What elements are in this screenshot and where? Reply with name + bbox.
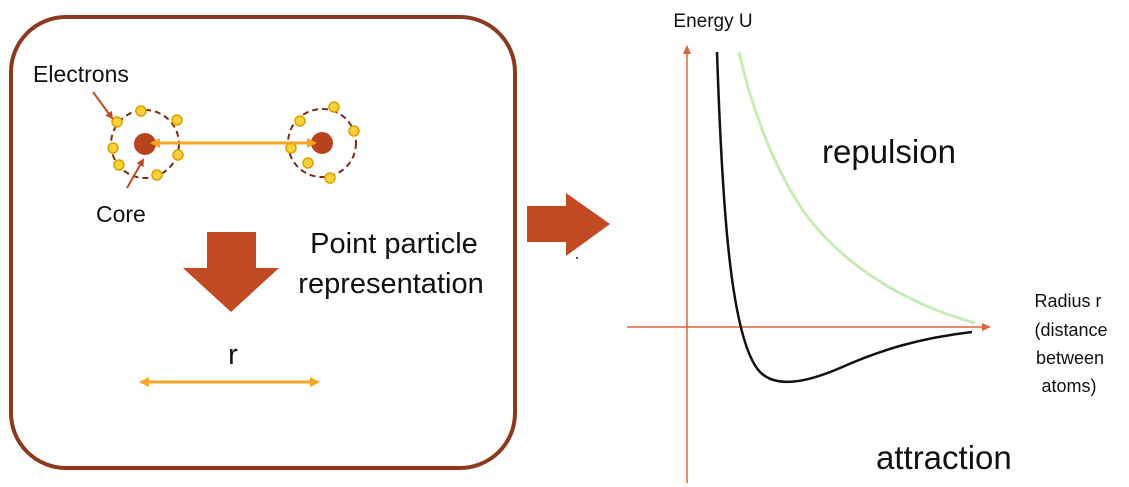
electrons-pointer bbox=[92, 91, 114, 120]
x-axis-label: Radius r (distance between atoms) bbox=[1034, 291, 1107, 396]
electron bbox=[324, 172, 336, 184]
atom-panel bbox=[9, 15, 517, 470]
electron bbox=[111, 116, 123, 128]
core-pointer bbox=[126, 158, 144, 189]
y-axis-label: Energy U bbox=[673, 11, 752, 32]
electron bbox=[151, 169, 163, 181]
down-arrow bbox=[183, 232, 279, 312]
x-axis-label-line: between bbox=[1036, 348, 1104, 368]
atom-right bbox=[285, 101, 360, 184]
representation-label: representation bbox=[298, 268, 483, 300]
electron bbox=[348, 125, 360, 137]
electrons-label: Electrons bbox=[33, 61, 129, 87]
x-axis-label-line: (distance bbox=[1034, 320, 1107, 340]
r-label: r bbox=[228, 339, 238, 371]
x-axis-label-line: Radius r bbox=[1034, 291, 1101, 311]
electron bbox=[302, 157, 314, 169]
repulsion-label: repulsion bbox=[822, 133, 956, 170]
electron bbox=[328, 101, 340, 113]
electron bbox=[113, 159, 125, 171]
transition-arrow bbox=[527, 193, 610, 256]
electron bbox=[294, 115, 306, 127]
repulsion-curve bbox=[737, 51, 976, 325]
electron bbox=[172, 149, 184, 161]
electron bbox=[135, 105, 147, 117]
electron bbox=[171, 114, 183, 126]
atom-core bbox=[311, 132, 333, 154]
point-particle-label: Point particle bbox=[310, 228, 478, 260]
core-label: Core bbox=[96, 201, 146, 227]
stray-dot bbox=[576, 257, 578, 259]
attraction-label: attraction bbox=[876, 439, 1012, 476]
electron-shell bbox=[287, 108, 357, 178]
electron bbox=[107, 142, 119, 154]
potential-energy-curve bbox=[715, 51, 973, 384]
x-axis-label-line: atoms) bbox=[1041, 376, 1096, 396]
